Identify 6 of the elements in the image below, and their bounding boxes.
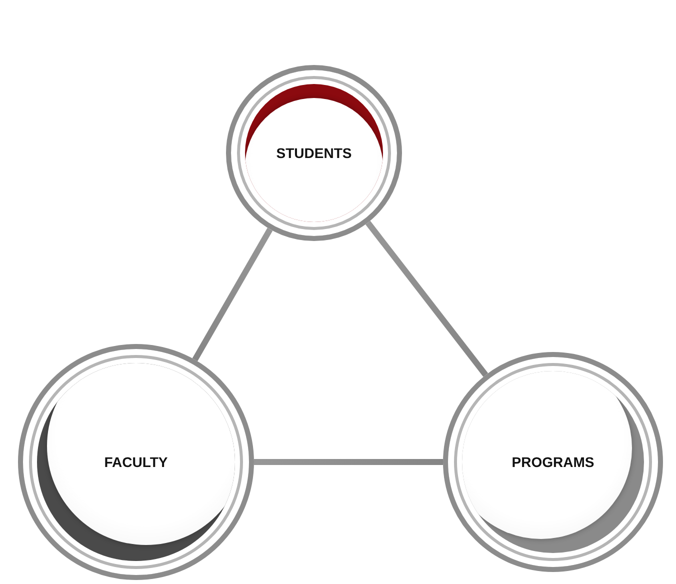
node-label: PROGRAMS <box>512 454 594 470</box>
connector-line <box>192 228 273 362</box>
connector-line <box>254 459 443 465</box>
node-label: FACULTY <box>104 454 168 470</box>
connector-line <box>365 220 488 377</box>
node-label: STUDENTS <box>276 145 352 161</box>
